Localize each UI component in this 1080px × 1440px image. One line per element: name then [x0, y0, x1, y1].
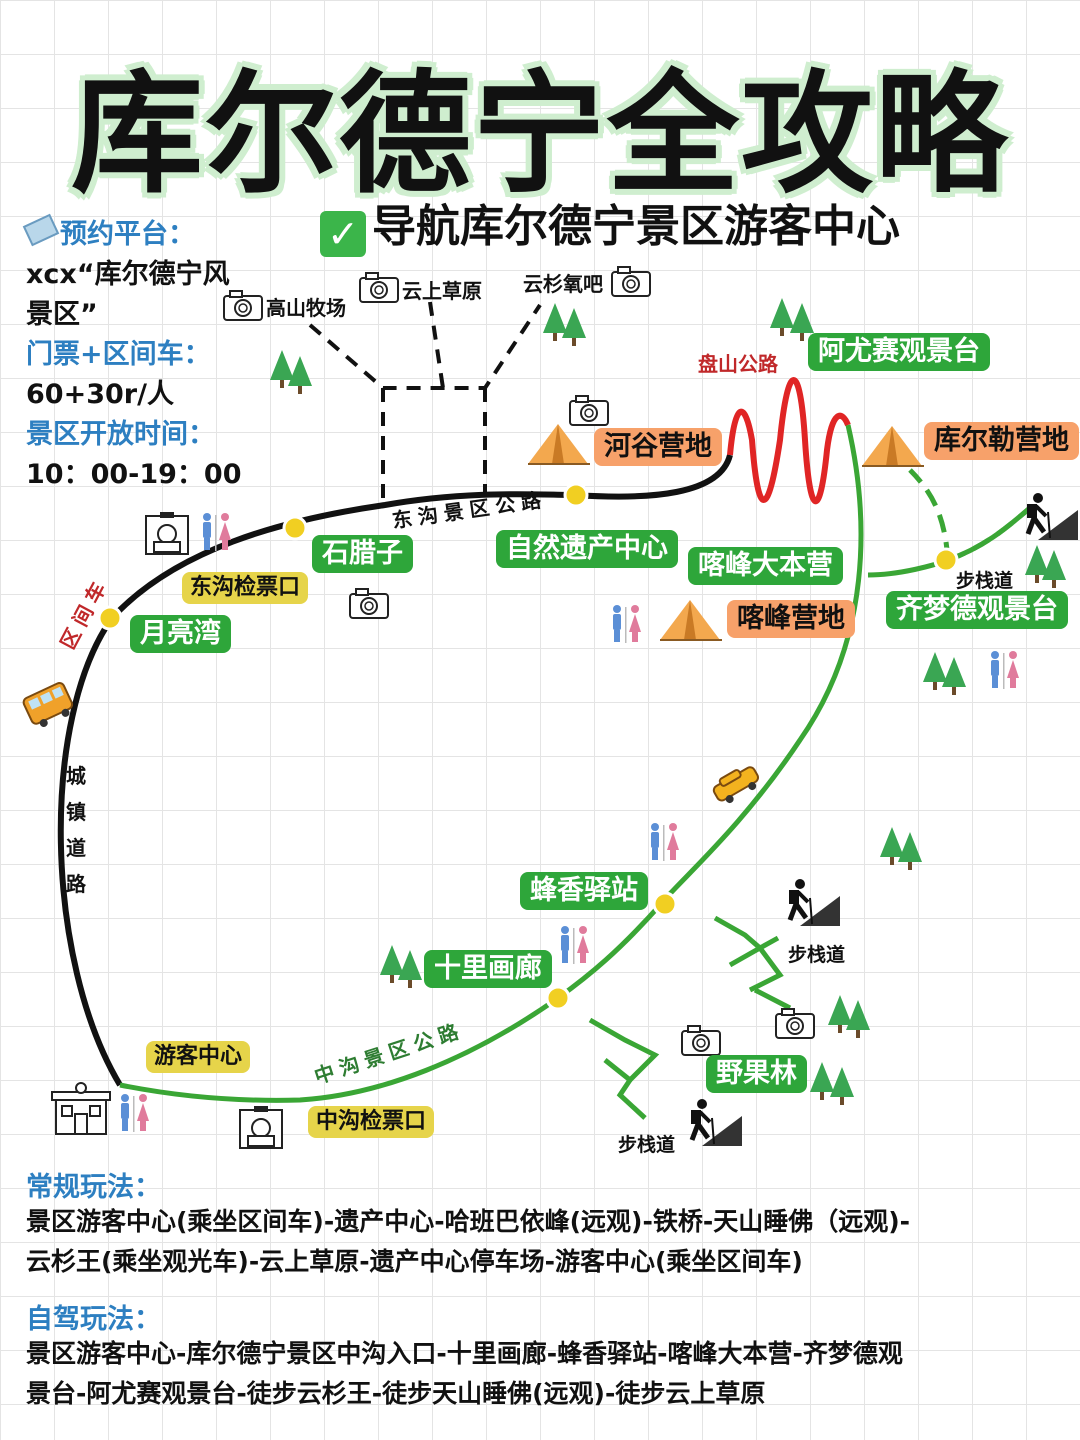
viewpoint-yunshang: 云上草原: [402, 279, 482, 303]
ticket-label: 门票+区间车：: [26, 339, 211, 370]
booking-value-1: xcx“库尔德宁风: [26, 259, 230, 290]
stop-valley-camp: 河谷营地: [594, 428, 722, 467]
stop-fengxiang: 蜂香驿站: [520, 872, 648, 911]
stop-dots: [97, 482, 959, 1011]
viewpoint-dashed-roads: [308, 301, 542, 505]
stop-qimengde: 齐梦德观景台: [886, 591, 1068, 630]
hours-value: 10：00-19：00: [26, 459, 242, 490]
mountain-road-line: [727, 377, 851, 505]
shuttle-bus-icon: [22, 682, 74, 727]
tree-icons: [270, 298, 1066, 1105]
car-icon: [712, 766, 760, 804]
nav-banner-text: 导航库尔德宁景区游客中心: [372, 201, 900, 252]
selfdrive-route-body: 景区游客中心-库尔德宁景区中沟入口-十里画廊-蜂香驿站-喀峰大本营-齐梦德观 景…: [26, 1334, 1056, 1414]
visitor-center-building-icon: [51, 1082, 111, 1135]
regular-route-line-1: 景区游客中心(乘坐区间车)-遗产中心-哈班巴依峰(远观)-铁桥-天山睡佛（远观)…: [26, 1207, 911, 1236]
stop-kafeng-camp: 喀峰营地: [727, 600, 855, 639]
stop-east-ticket: 东沟检票口: [182, 572, 309, 605]
regular-route-body: 景区游客中心(乘坐区间车)-遗产中心-哈班巴依峰(远观)-铁桥-天山睡佛（远观)…: [26, 1202, 1056, 1282]
selfdrive-route-line-2: 景台-阿尤赛观景台-徒步云杉王-徒步天山睡佛(远观)-徒步云上草原: [26, 1379, 766, 1408]
page-title: 库尔德宁全攻略: [71, 58, 1009, 212]
ticket-value: 60+30r/人: [26, 379, 174, 410]
kuerle-dashed-branch: [908, 468, 951, 561]
booking-label: 预约平台：: [22, 212, 242, 252]
stop-middle-ticket: 中沟检票口: [308, 1106, 435, 1139]
trail-label-3: 步栈道: [618, 1134, 676, 1156]
selfdrive-route-title: 自驾玩法：: [26, 1304, 161, 1335]
stop-shilazi: 石腊子: [312, 535, 413, 574]
regular-route-title: 常规玩法：: [26, 1172, 161, 1203]
hours-label: 景区开放时间：: [26, 419, 215, 450]
stop-ayousai: 阿尤赛观景台: [808, 333, 990, 372]
nav-banner: ✓导航库尔德宁景区游客中心: [320, 190, 900, 257]
selfdrive-route-line-1: 景区游客中心-库尔德宁景区中沟入口-十里画廊-蜂香驿站-喀峰大本营-齐梦德观: [26, 1339, 903, 1368]
mountain-road-label: 盘山公路: [698, 352, 778, 376]
trail-branches: [588, 915, 792, 1120]
trail-label-1: 步栈道: [956, 570, 1014, 592]
town-road-label: 城镇道路: [66, 764, 86, 896]
stop-moon-bay: 月亮湾: [130, 615, 231, 654]
stop-heritage: 自然遗产中心: [496, 530, 678, 569]
check-icon: ✓: [320, 211, 366, 257]
stop-wild-fruit: 野果林: [706, 1055, 807, 1094]
ticket-booth-icons: [145, 512, 283, 1149]
camera-icons: [223, 266, 815, 1056]
viewpoint-yunshan: 云杉氧吧: [523, 272, 603, 296]
stop-kafeng-base: 喀峰大本营: [688, 547, 843, 586]
toilet-icons: [121, 513, 1019, 1132]
regular-route-line-2: 云杉王(乘坐观光车)-云上草原-遗产中心停车场-游客中心(乘坐区间车): [26, 1247, 803, 1276]
stop-visitor-center: 游客中心: [146, 1041, 251, 1074]
info-block: 预约平台： xcx“库尔德宁风 景区” 门票+区间车： 60+30r/人 景区开…: [22, 212, 242, 492]
viewpoint-gaoshan: 高山牧场: [266, 296, 346, 320]
booking-value-2: 景区”: [26, 299, 98, 330]
middle-road-line: [119, 424, 864, 1103]
stop-shili: 十里画廊: [424, 950, 552, 989]
trail-dashed-branch: [947, 506, 1032, 563]
trail-label-2: 步栈道: [788, 944, 846, 966]
stop-kuerle-camp: 库尔勒营地: [924, 422, 1079, 461]
